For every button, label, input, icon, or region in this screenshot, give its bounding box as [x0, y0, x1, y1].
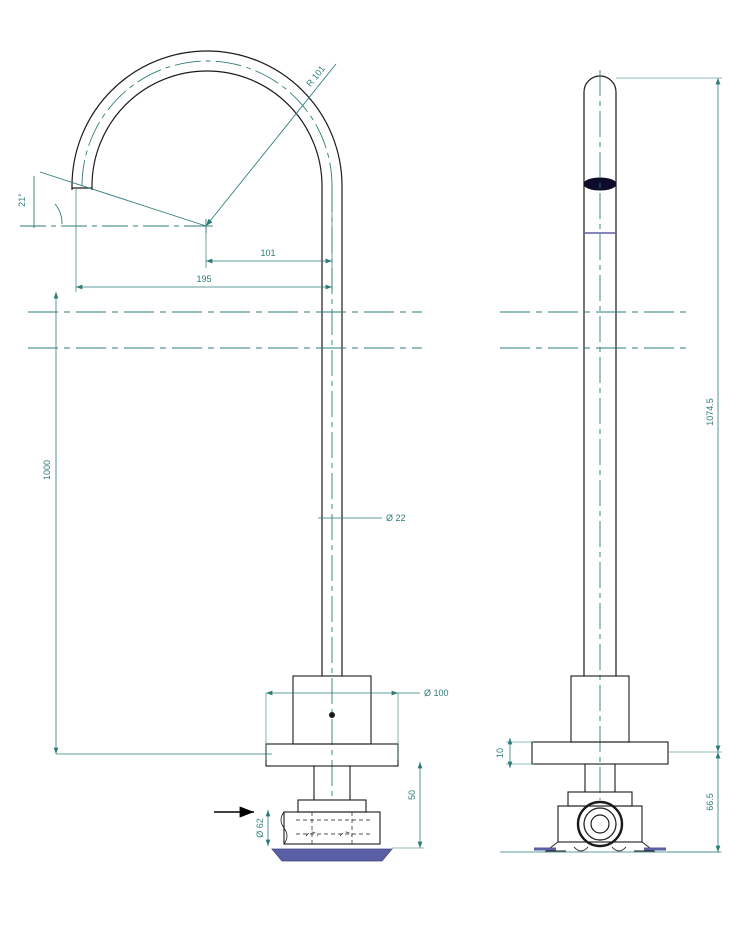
view-side-elevation: R 101 21° 101: [17, 50, 449, 862]
overall-height-right-label: 1074.5: [705, 398, 715, 426]
front-gasket-wings: [544, 841, 656, 852]
escutcheon-center-dot: [329, 712, 335, 718]
reach-outer-dimension-label: 195: [196, 274, 211, 284]
overall-height-left-dimension: [53, 292, 272, 755]
overall-height-left-label: 1000: [42, 460, 52, 480]
base-stack-height-label: 50: [407, 790, 417, 800]
nut-break-line: [280, 811, 288, 845]
overall-height-right-dimension: [616, 77, 722, 753]
radius-dimension-leader: [205, 63, 337, 227]
reach-inner-dimension-label: 101: [260, 248, 275, 258]
plate-thickness-label: 10: [495, 748, 505, 758]
base-assembly-height-label: 66.5: [705, 793, 715, 811]
cartridge-rings: [576, 800, 624, 848]
front-escutcheon-body: [531, 675, 669, 765]
front-mounting-nut-stack: [557, 791, 643, 843]
angle-construction-lines: [33, 171, 207, 228]
mounting-nut-stack: [283, 799, 381, 845]
radius-dimension-label: R 101: [304, 64, 327, 89]
view-front-elevation: 1074.5 66.5 10: [495, 70, 722, 853]
base-assembly-height-dimension: [668, 752, 722, 853]
threaded-shank: [313, 766, 351, 800]
plate-thickness-dimension: [506, 738, 534, 768]
rubber-gasket: [271, 848, 393, 862]
spout-outline: [71, 50, 343, 676]
front-threaded-shank: [584, 764, 616, 792]
cover-diameter-label: Ø 100: [424, 688, 449, 698]
tube-diameter-label: Ø 22: [386, 513, 406, 523]
spout-centerline-arc: [81, 60, 333, 187]
base-stack-height-dimension: [392, 762, 424, 849]
angle-dimension-label: 21°: [17, 193, 27, 207]
cover-diameter-dimension: [265, 690, 420, 760]
mounting-nut-hidden-lines: [296, 812, 370, 844]
nut-diameter-label: Ø 62: [255, 818, 265, 838]
